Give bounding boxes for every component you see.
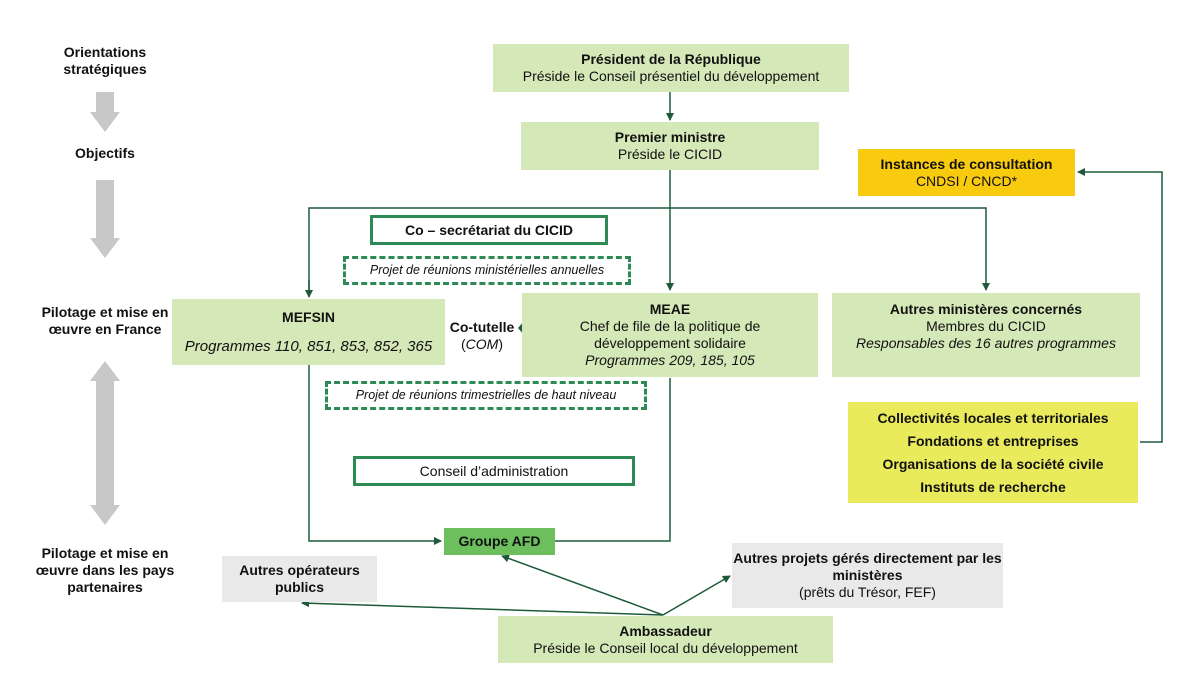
node-reunions-trimestrielles: Projet de réunions trimestrielles de hau… <box>325 381 647 410</box>
stage-arrow-2 <box>90 180 120 258</box>
stage-arrow-1 <box>90 92 120 132</box>
president-subtitle: Préside le Conseil présentiel du dévelop… <box>522 68 820 84</box>
meae-title: MEAE <box>649 301 691 317</box>
node-autres-ministeres: Autres ministères concernés Membres du C… <box>832 293 1140 377</box>
stage-arrow-double <box>90 361 120 525</box>
reunions-annuelles-text: Projet de réunions ministérielles annuel… <box>369 263 605 277</box>
president-title: Président de la République <box>581 51 761 67</box>
consultation-title: Instances de consultation <box>880 155 1053 172</box>
meae-line1: Chef de file de la politique de <box>579 318 761 334</box>
node-conseil-administration: Conseil d’administration <box>353 456 635 486</box>
node-acteurs-societe: Collectivités locales et territoriales F… <box>848 402 1138 503</box>
ambassadeur-title: Ambassadeur <box>619 622 712 639</box>
arrow-amb-to-operateurs <box>301 599 664 616</box>
autres-ministeres-programmes: Responsables des 16 autres programmes <box>856 335 1116 351</box>
arrow-amb-to-afd <box>501 554 664 616</box>
node-autres-projets: Autres projets gérés directement par les… <box>732 543 1003 608</box>
node-cotutelle: Co-tutelle (COM) <box>445 316 519 356</box>
autres-ministeres-title: Autres ministères concernés <box>889 301 1083 317</box>
stage-label-pilotage-partenaires: Pilotage et mise en œuvre dans les pays … <box>35 545 175 595</box>
autres-projets-title: Autres projets gérés directement par les… <box>733 550 1002 583</box>
consultation-subtitle: CNDSI / CNCD* <box>915 172 1018 189</box>
societe-item: Organisations de la société civile <box>882 455 1104 472</box>
node-ambassadeur: Ambassadeur Préside le Conseil local du … <box>498 616 833 663</box>
autres-projets-subtitle: (prêts du Trésor, FEF) <box>799 584 936 600</box>
reunions-trimestrielles-text: Projet de réunions trimestrielles de hau… <box>355 388 617 402</box>
node-premier-ministre: Premier ministre Préside le CICID <box>521 122 819 170</box>
autres-ministeres-subtitle: Membres du CICID <box>926 318 1046 334</box>
node-meae: MEAE Chef de file de la politique de dév… <box>522 293 818 377</box>
pm-title: Premier ministre <box>614 129 726 145</box>
node-mefsin: MEFSIN Programmes 110, 851, 853, 852, 36… <box>172 299 445 365</box>
stage-label-objectifs: Objectifs <box>75 145 135 161</box>
arrow-societe-to-consultation <box>1077 168 1163 443</box>
arrow-mefsin-to-afd <box>308 365 442 545</box>
branch-horizontal <box>308 207 990 292</box>
stage-label-pilotage-france: Pilotage et mise en œuvre en France <box>41 304 169 337</box>
node-co-secretariat: Co – secrétariat du CICID <box>370 215 608 245</box>
node-groupe-afd: Groupe AFD <box>444 528 555 555</box>
meae-line2: développement solidaire <box>594 335 746 351</box>
pm-subtitle: Préside le CICID <box>617 146 723 162</box>
societe-item: Fondations et entreprises <box>907 432 1079 449</box>
autres-operateurs-title: Autres opérateurs publics <box>239 562 360 595</box>
societe-item: Collectivités locales et territoriales <box>877 409 1109 426</box>
meae-programmes: Programmes 209, 185, 105 <box>585 352 755 368</box>
arrow-meae-to-afd <box>529 378 671 545</box>
afd-title: Groupe AFD <box>458 533 541 549</box>
co-secretariat-title: Co – secrétariat du CICID <box>404 221 574 238</box>
cotutelle-subtitle: (COM) <box>460 336 503 352</box>
ambassadeur-subtitle: Préside le Conseil local du développemen… <box>533 639 798 656</box>
cotutelle-title: Co-tutelle <box>449 319 515 335</box>
node-president: Président de la République Préside le Co… <box>493 44 849 92</box>
stage-label-orientations: Orientations stratégiques <box>63 44 147 77</box>
node-reunions-annuelles: Projet de réunions ministérielles annuel… <box>343 256 631 285</box>
mefsin-programmes: Programmes 110, 851, 853, 852, 365 <box>184 338 433 355</box>
node-autres-operateurs: Autres opérateurs publics <box>222 556 377 602</box>
societe-item: Instituts de recherche <box>920 478 1066 495</box>
arrow-amb-to-projets <box>662 575 731 616</box>
mefsin-title: MEFSIN <box>282 309 335 325</box>
node-instances-consultation: Instances de consultation CNDSI / CNCD* <box>858 149 1075 196</box>
conseil-admin-title: Conseil d’administration <box>419 462 569 479</box>
